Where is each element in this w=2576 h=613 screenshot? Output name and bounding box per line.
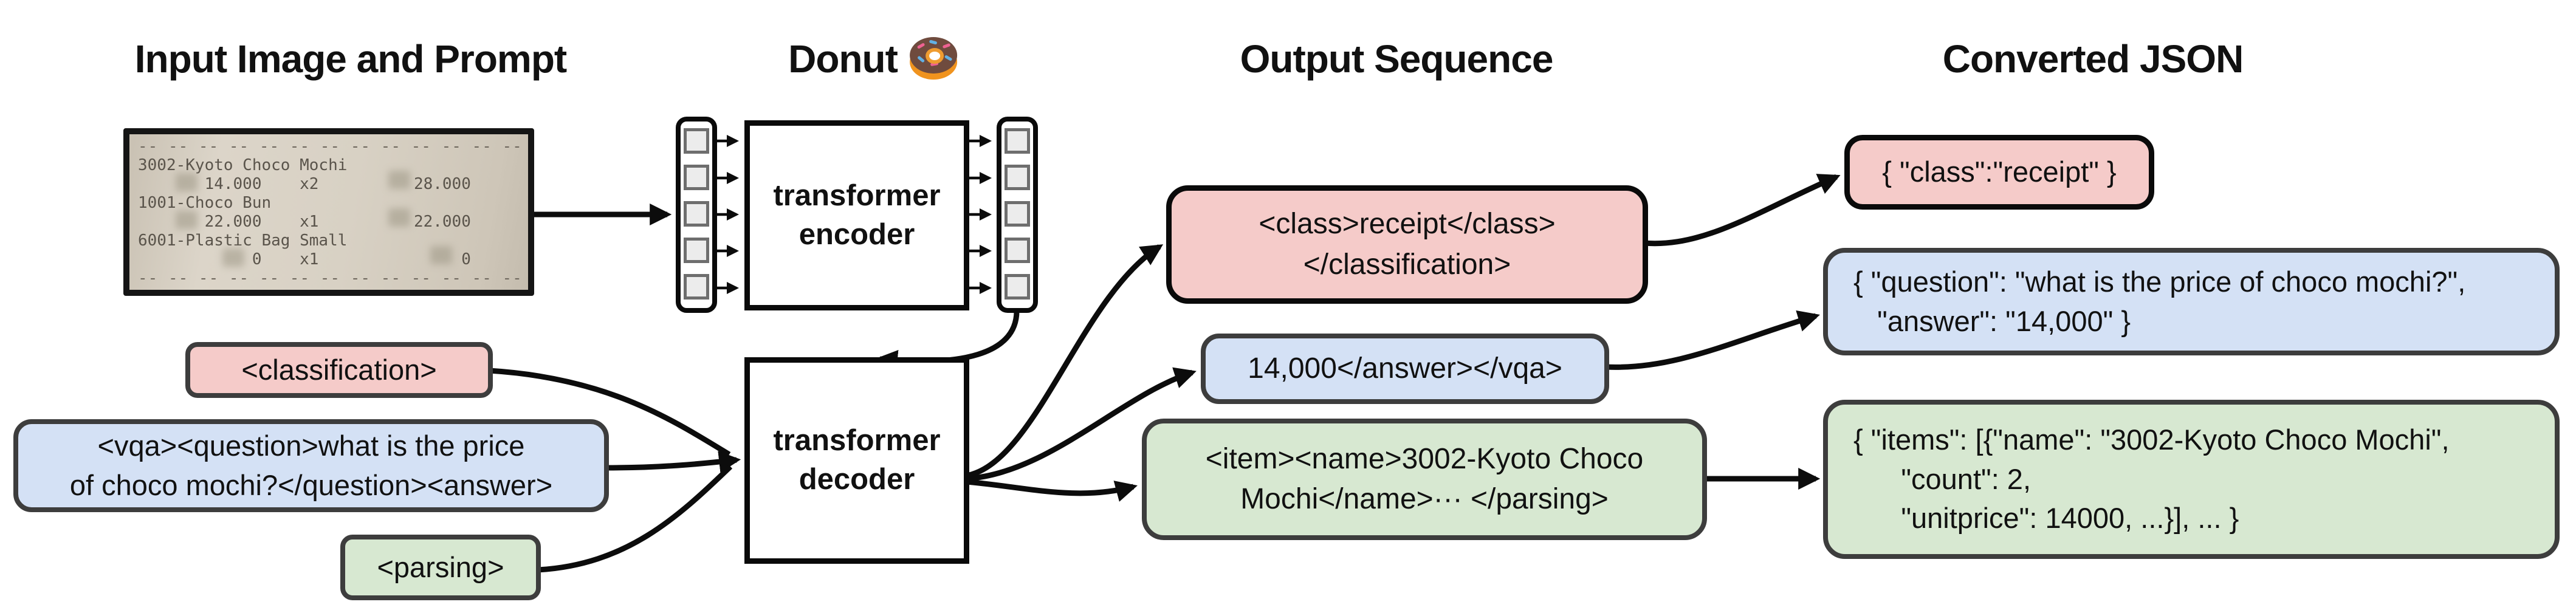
output-vqa-box: 14,000</answer></vqa> (1201, 334, 1609, 404)
curve-classification-prompt (489, 368, 731, 457)
json-vqa-box: { "question": "what is the price of choc… (1823, 248, 2560, 355)
curve-parsing-prompt (537, 464, 733, 573)
receipt-line: -- -- -- -- -- -- -- -- -- -- -- -- -- (138, 269, 523, 287)
json-parsing-box: { "items": [{"name": "3002-Kyoto Choco M… (1823, 400, 2560, 559)
receipt-line: -- -- -- -- -- -- -- -- -- -- -- -- -- (138, 137, 523, 156)
embedding-patch (1005, 274, 1030, 300)
input-patch-stack (676, 117, 717, 313)
json-classification-box: { "class":"receipt" } (1844, 135, 2154, 210)
donut-icon (909, 37, 957, 80)
image-patch (684, 238, 709, 263)
prompt-classification-box: <classification> (185, 342, 493, 398)
header-donut: Donut (788, 36, 957, 81)
curve-decoder-to-class-output (966, 244, 1164, 479)
prompt-parsing-box: <parsing> (340, 535, 541, 600)
arrow-embeddings-to-decoder (875, 310, 1020, 372)
header-converted-json: Converted JSON (1942, 37, 2244, 81)
arrows-encoder-to-embeddings (966, 134, 992, 295)
curve-vqa-output-to-json (1606, 310, 1820, 370)
curve-vqa-prompt (607, 451, 741, 473)
output-classification-box: <class>receipt</class> </classification> (1166, 185, 1648, 304)
image-patch (684, 201, 709, 227)
embedding-patch (1005, 128, 1030, 154)
header-donut-label: Donut (788, 37, 898, 81)
redacted-patch (388, 208, 410, 227)
receipt-line: 14.000 x2 28.000 (138, 175, 471, 193)
header-output-sequence: Output Sequence (1240, 37, 1554, 81)
receipt-line: 1001-Choco Bun (138, 194, 272, 212)
receipt-image: -- -- -- -- -- -- -- -- -- -- -- -- -- 3… (123, 128, 534, 296)
receipt-line: 22.000 x1 22.000 (138, 213, 471, 231)
receipt-line: 0 x1 0 (138, 250, 471, 269)
image-patch (684, 128, 709, 154)
curve-decoder-to-parsing-output (966, 479, 1138, 502)
embedding-patch (1005, 165, 1030, 190)
redacted-patch (430, 246, 452, 264)
receipt-line: 6001-Plastic Bag Small (138, 231, 348, 250)
redacted-patch (388, 171, 410, 189)
curve-class-output-to-json (1643, 174, 1841, 247)
prompt-vqa-box: <vqa><question>what is the price of choc… (13, 419, 609, 512)
receipt-line: 3002-Kyoto Choco Mochi (138, 156, 348, 174)
redacted-patch (222, 248, 244, 267)
embedding-stack (997, 117, 1038, 313)
redacted-patch (176, 173, 197, 191)
redacted-patch (176, 211, 197, 229)
curve-decoder-to-vqa-output (966, 367, 1197, 482)
embedding-patch (1005, 201, 1030, 227)
embedding-patch (1005, 238, 1030, 263)
header-input-image-and-prompt: Input Image and Prompt (134, 37, 567, 81)
transformer-decoder-block: transformer decoder (744, 357, 969, 564)
image-patch (684, 165, 709, 190)
transformer-encoder-block: transformer encoder (744, 120, 969, 310)
image-patch (684, 274, 709, 300)
output-parsing-box: <item><name>3002-Kyoto Choco Mochi</name… (1142, 419, 1707, 540)
